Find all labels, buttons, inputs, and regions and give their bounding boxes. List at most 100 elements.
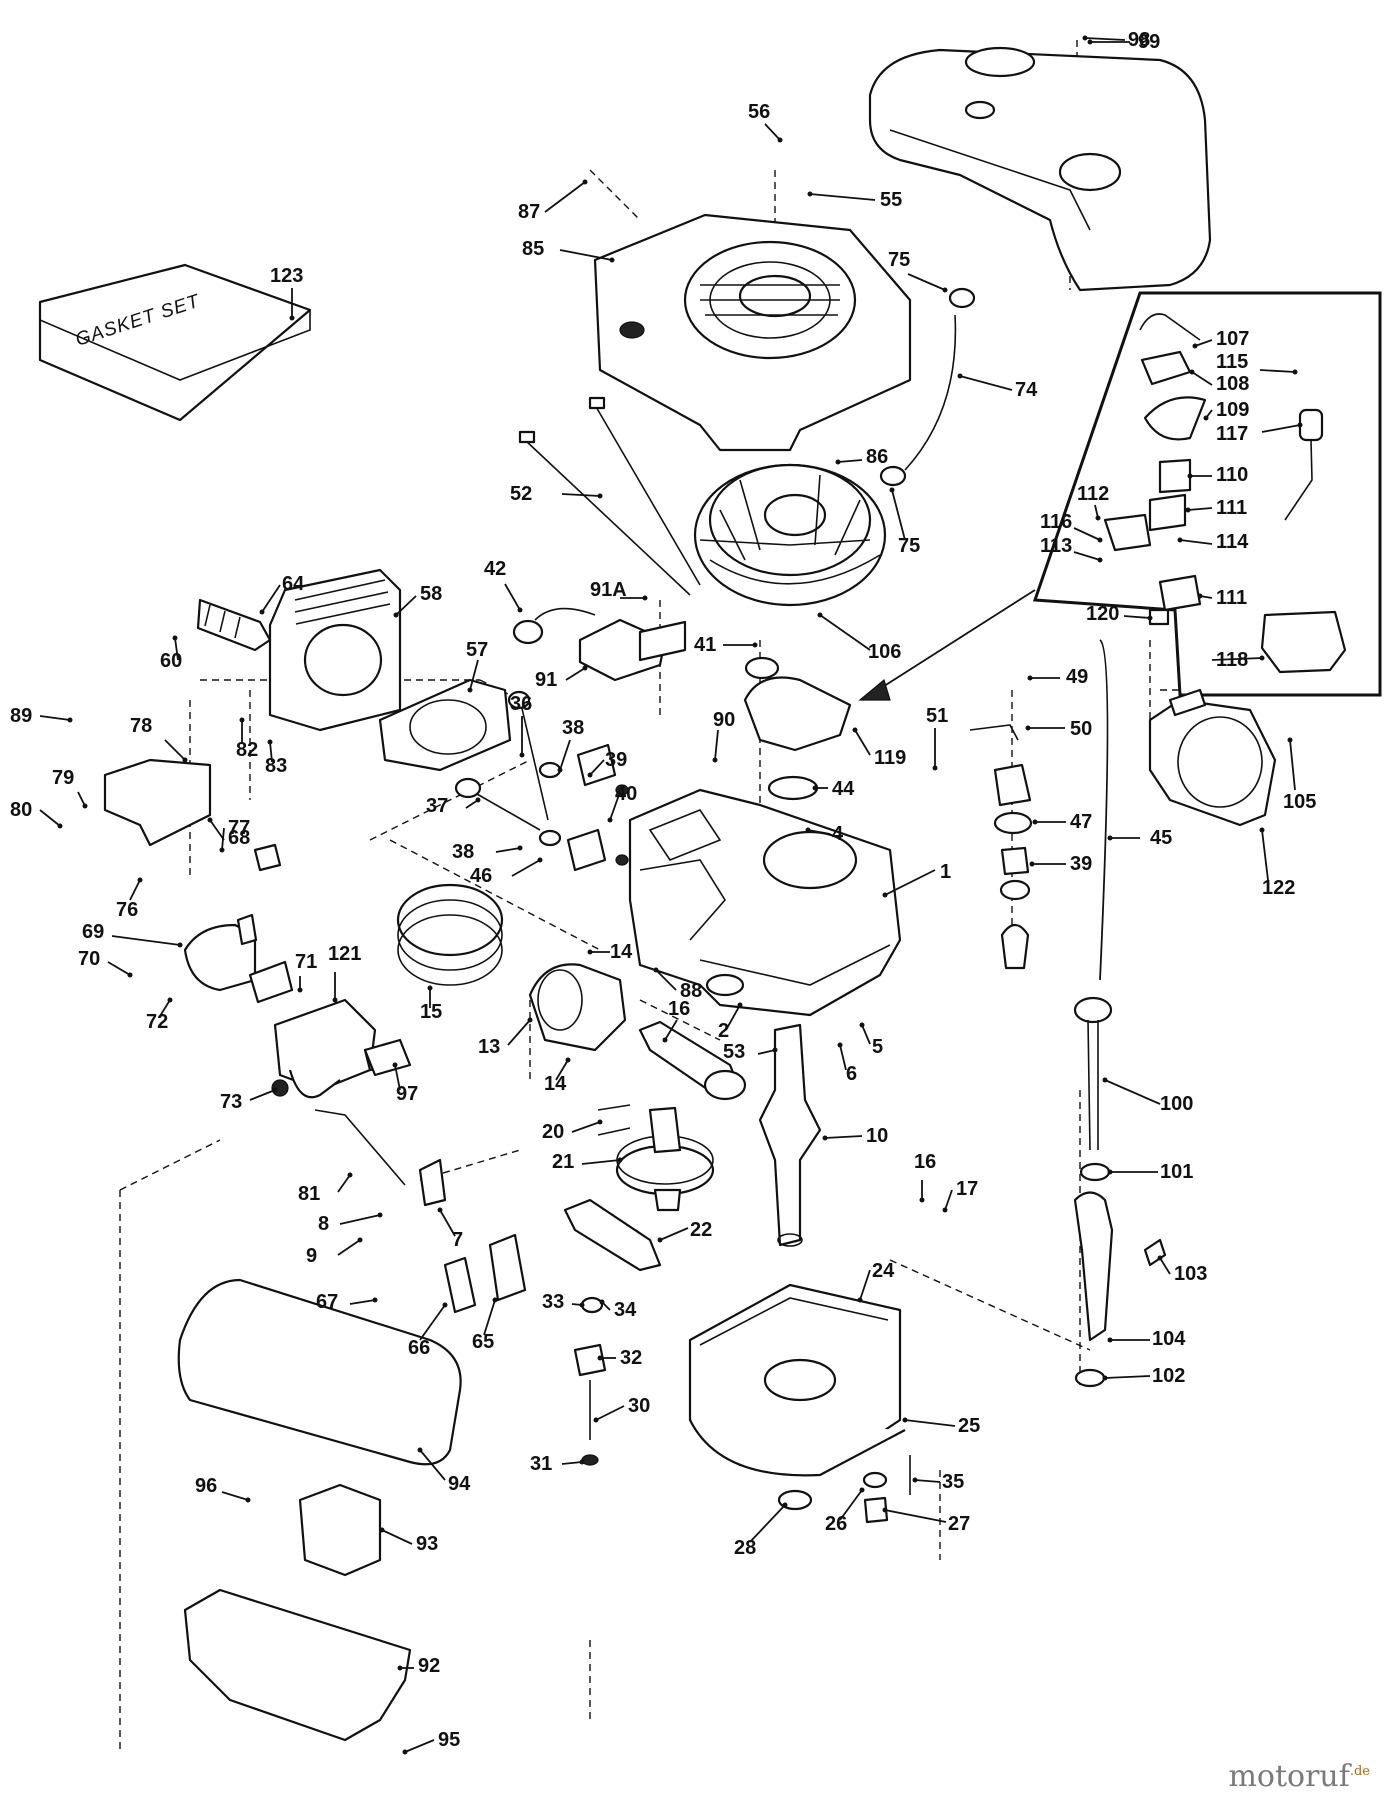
- part-label-leader: [1191, 371, 1213, 386]
- part-label-arrowhead: [882, 1507, 888, 1513]
- part-label-arrowhead: [1157, 1255, 1163, 1261]
- part-label: 81: [298, 1183, 320, 1205]
- part-label-leader: [1194, 339, 1213, 347]
- part-label: 60: [160, 650, 182, 672]
- part-label-arrowhead: [582, 179, 588, 185]
- part-label-arrowhead: [1082, 35, 1088, 41]
- part-label: 31: [530, 1453, 552, 1475]
- part-label: 37: [426, 795, 448, 817]
- part-101-seal: [1079, 1162, 1111, 1182]
- part-74-fuel-line: [904, 314, 957, 471]
- part-label-arrowhead: [245, 1497, 251, 1503]
- part-label: 16: [914, 1151, 936, 1173]
- part-label: 28: [734, 1537, 756, 1559]
- part-label-arrowhead: [1297, 422, 1303, 428]
- part-label-leader: [107, 961, 131, 976]
- part-label-arrowhead: [587, 949, 593, 955]
- part-label-arrowhead: [932, 765, 938, 771]
- part-label: 119: [874, 747, 906, 769]
- part-label: 47: [1070, 811, 1092, 833]
- part-106-flywheel: [693, 463, 887, 607]
- part-label: 51: [926, 705, 948, 727]
- part-label-leader: [565, 667, 586, 681]
- part-103-bolt: [1143, 1238, 1167, 1267]
- part-label-leader: [1259, 369, 1296, 373]
- part-label: 42: [484, 558, 506, 580]
- part-label-arrowhead: [475, 797, 481, 803]
- part-label-leader: [1179, 539, 1213, 545]
- part-label-leader: [559, 249, 613, 261]
- part-label: 73: [220, 1091, 242, 1113]
- part-label-leader: [944, 1189, 953, 1211]
- part-27-plug: [863, 1496, 889, 1524]
- part-label-leader: [483, 1299, 496, 1336]
- part-1-cylinder-block: [628, 788, 902, 1017]
- part-10-crankshaft: [758, 1023, 822, 1247]
- part-label: 95: [438, 1729, 460, 1751]
- part-label: 17: [956, 1178, 978, 1200]
- part-label-leader: [544, 181, 586, 213]
- part-label-arrowhead: [172, 635, 178, 641]
- part-label: 120: [1086, 603, 1119, 625]
- part-label-arrowhead: [442, 1302, 448, 1308]
- part-97-gasket: [363, 1038, 412, 1077]
- part-label-leader: [555, 1059, 569, 1081]
- part-122-rewind-starter: [1148, 688, 1277, 827]
- part-label-arrowhead: [1197, 593, 1203, 599]
- part-label: 36: [510, 693, 532, 715]
- part-label-arrowhead: [1189, 369, 1195, 375]
- part-label: 6: [846, 1063, 857, 1085]
- part-36-37-valves: [454, 690, 549, 831]
- part-label: 15: [420, 1001, 442, 1023]
- part-label-arrowhead: [1259, 827, 1265, 833]
- part-label-arrowhead: [527, 1017, 533, 1023]
- part-label-leader: [884, 869, 936, 896]
- part-label-arrowhead: [852, 727, 858, 733]
- part-100-dipstick: [1073, 996, 1113, 1151]
- part-label-leader: [111, 935, 181, 946]
- part-label-arrowhead: [1107, 835, 1113, 841]
- part-label-arrowhead: [777, 137, 783, 143]
- part-label: 45: [1150, 827, 1172, 849]
- part-label: 22: [690, 1219, 712, 1241]
- part-64-spark-plug: [196, 598, 272, 652]
- part-32-gear: [573, 1343, 607, 1377]
- part-label: 92: [418, 1655, 440, 1677]
- part-20-tappets: [597, 1104, 631, 1136]
- part-label: 44: [832, 778, 855, 800]
- part-label-arrowhead: [347, 1172, 353, 1178]
- part-label-leader: [1123, 615, 1151, 619]
- part-label-arrowhead: [912, 1477, 918, 1483]
- part-label: 49: [1066, 666, 1088, 688]
- part-label: 33: [542, 1291, 564, 1313]
- part-7-bracket: [418, 1158, 447, 1207]
- part-label: 110: [1216, 464, 1248, 486]
- part-label-leader: [839, 1489, 863, 1521]
- part-57-head-gasket: [378, 678, 512, 772]
- part-label-arrowhead: [289, 315, 295, 321]
- part-label-leader: [349, 1299, 376, 1305]
- part-45-oil-fill-parts: [969, 639, 1109, 981]
- part-label-arrowhead: [219, 847, 225, 853]
- part-label-arrowhead: [357, 1237, 363, 1243]
- part-label: 96: [195, 1475, 217, 1497]
- part-label: 80: [10, 799, 32, 821]
- part-label-leader: [655, 969, 677, 991]
- part-102-seal: [1074, 1368, 1106, 1388]
- part-label-arrowhead: [919, 1197, 925, 1203]
- part-label: 66: [408, 1337, 430, 1359]
- part-label-leader: [439, 1209, 456, 1237]
- part-label-arrowhead: [597, 1119, 603, 1125]
- part-26-washer: [862, 1471, 888, 1489]
- part-label: 104: [1152, 1328, 1186, 1350]
- part-31-washer: [581, 1454, 599, 1466]
- part-label-leader: [609, 791, 621, 821]
- part-label-arrowhead: [579, 1302, 585, 1308]
- part-label: 38: [562, 717, 584, 739]
- part-22-governor: [563, 1198, 662, 1272]
- part-label-leader: [884, 1509, 947, 1523]
- part-label-arrowhead: [1203, 415, 1209, 421]
- inset-panel: [858, 291, 1382, 701]
- part-label-arrowhead: [127, 972, 133, 978]
